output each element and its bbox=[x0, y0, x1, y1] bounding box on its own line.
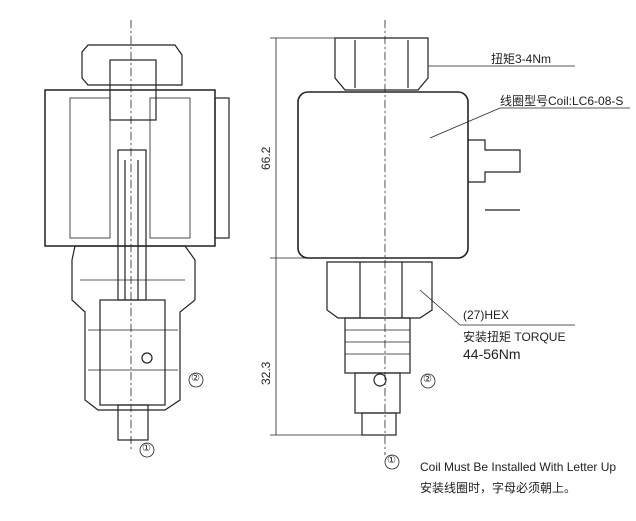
note-chinese: 安装线圈时，字母必须朝上。 bbox=[420, 481, 577, 495]
dimension-lower: 32.3 bbox=[259, 361, 273, 385]
port-1-marker-right bbox=[384, 454, 400, 470]
section-view bbox=[44, 20, 230, 450]
port-1-label-right: ① bbox=[387, 455, 396, 466]
port-1-label-left: ① bbox=[142, 443, 151, 454]
port-2-label-left: ② bbox=[191, 373, 200, 384]
port-1-marker-left bbox=[139, 442, 155, 458]
dimension-upper: 66.2 bbox=[259, 146, 273, 170]
port-2-label-right: ② bbox=[423, 374, 432, 385]
port-2-marker-left bbox=[188, 372, 204, 388]
external-view bbox=[297, 20, 521, 455]
leader-lines bbox=[419, 65, 630, 326]
hex-label: (27)HEX bbox=[463, 308, 510, 322]
torque-value: 44-56Nm bbox=[463, 346, 521, 362]
torque-label: 安装扭矩 TORQUE bbox=[463, 330, 566, 344]
note-english: Coil Must Be Installed With Letter Up bbox=[420, 460, 617, 474]
torque-small-label: 扭矩3-4Nm bbox=[491, 52, 552, 66]
coil-model-label: 线圈型号Coil:LC6-08-S bbox=[500, 94, 624, 108]
dimension-lines bbox=[270, 37, 362, 436]
port-2-marker-right bbox=[420, 373, 436, 389]
